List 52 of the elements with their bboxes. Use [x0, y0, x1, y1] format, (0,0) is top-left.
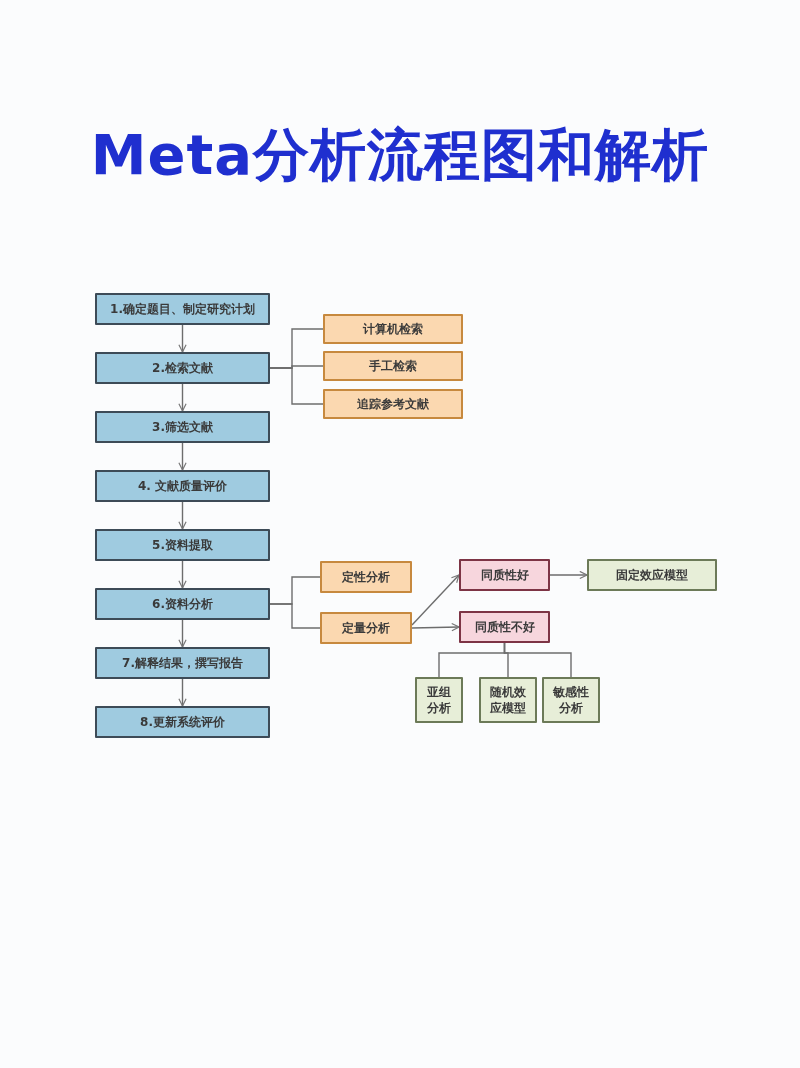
arrow: [178, 501, 187, 530]
box-label: 亚组分析: [426, 683, 452, 717]
arrow: [549, 570, 588, 580]
box-label: 手工检索: [369, 357, 417, 375]
process-box: [95, 411, 270, 443]
arrow: [178, 619, 187, 648]
box-label: 计算机检索: [363, 320, 423, 338]
box-label: 定性分析: [342, 568, 390, 586]
box-label: 7.解释结果，撰写报告: [122, 654, 243, 672]
condition-box: [459, 611, 550, 643]
process-box: [95, 293, 270, 325]
connector-line: [503, 642, 572, 678]
box-label: 定量分析: [342, 619, 390, 637]
condition-box: [459, 559, 550, 591]
arrow: [411, 622, 460, 632]
box-label: 1.确定题目、制定研究计划: [110, 300, 255, 318]
connector-line: [269, 367, 324, 405]
method-box: [323, 351, 463, 381]
process-box: [95, 529, 270, 561]
box-label: 8.更新系统评价: [140, 713, 225, 731]
box-label: 固定效应模型: [616, 566, 688, 584]
box-label: 同质性不好: [474, 618, 535, 636]
arrow: [411, 574, 460, 626]
process-box: [95, 352, 270, 384]
arrow: [178, 678, 187, 707]
arrow: [178, 383, 187, 412]
connector-line: [269, 603, 321, 629]
box-label: 追踪参考文献: [357, 395, 429, 413]
box-label: 同质性好: [480, 566, 529, 584]
method-box: [320, 561, 412, 593]
box-label: 随机效应模型: [489, 683, 527, 717]
box-label: 敏感性分析: [552, 683, 590, 717]
method-box: [323, 389, 463, 419]
model-box: [415, 677, 463, 723]
process-box: [95, 706, 270, 738]
box-label: 6.资料分析: [152, 595, 213, 613]
box-label: 5.资料提取: [152, 536, 213, 554]
arrow: [178, 324, 187, 353]
title: Meta分析流程图和解析: [89, 121, 711, 189]
process-box: [95, 647, 270, 679]
arrow: [178, 442, 187, 471]
method-box: [320, 612, 412, 644]
method-box: [323, 314, 463, 344]
box-label: 4. 文献质量评价: [137, 477, 228, 495]
process-box: [95, 588, 270, 620]
box-label: 3.筛选文献: [152, 418, 213, 436]
model-box: [587, 559, 717, 591]
box-label: 2.检索文献: [152, 359, 213, 377]
process-box: [95, 470, 270, 502]
model-box: [479, 677, 537, 723]
arrow: [178, 560, 187, 589]
model-box: [542, 677, 600, 723]
